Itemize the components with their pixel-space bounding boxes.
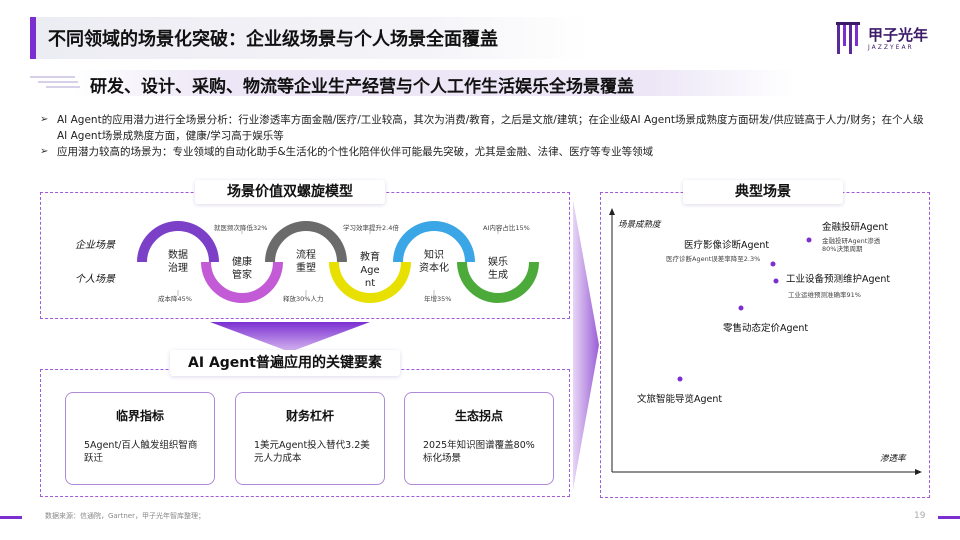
circle-label-knowledge-capital: 知识资本化 bbox=[419, 250, 449, 274]
subtitle-decoration-icon bbox=[30, 76, 80, 88]
circle-label-data-governance: 数据治理 bbox=[168, 250, 188, 274]
point-note-finance-2: 80%決策周期 bbox=[822, 245, 863, 253]
logo-mark-icon bbox=[836, 22, 860, 54]
point-label-finance: 金融投研Agent bbox=[822, 222, 889, 233]
note-bottom-knowledge: 年增35% bbox=[424, 295, 452, 303]
down-arrow-icon bbox=[210, 322, 370, 352]
point-label-retail: 零售动态定价Agent bbox=[723, 323, 809, 334]
ring-education-agent bbox=[329, 261, 411, 303]
key-elements-label: AI Agent普遍应用的关键要素 bbox=[170, 350, 400, 376]
note-bottom-governance: 成本降45% bbox=[158, 295, 192, 303]
arrow-bullet-icon: ➢ bbox=[40, 146, 49, 157]
point-label-medical: 医疗影像诊断Agent bbox=[684, 240, 770, 251]
row-label-personal: 个人场景 bbox=[75, 274, 115, 285]
ring-data-governance bbox=[137, 221, 219, 263]
card-title: 财务杠杆 bbox=[285, 409, 334, 423]
row-label-enterprise: 企业场景 bbox=[75, 240, 115, 251]
ring-health-manager bbox=[201, 261, 283, 303]
note-top-entertainment: AI内容占比15% bbox=[483, 224, 530, 232]
right-arrow-icon bbox=[573, 200, 599, 490]
point-note-finance-1: 金融投研Agent渗透 bbox=[822, 237, 881, 245]
ring-process-reshape bbox=[265, 221, 347, 263]
bullet-list: ➢ AI Agent的应用潜力进行全场景分析：行业渗透率方面金融/医疗/工业较高… bbox=[40, 112, 930, 160]
subtitle: 研发、设计、采购、物流等企业生产经营与个人工作生活娱乐全场景覆盖 bbox=[90, 77, 634, 97]
circle-label-health-manager: 健康管家 bbox=[232, 257, 252, 281]
bullet-text: AI Agent的应用潜力进行全场景分析：行业渗透率方面金融/医疗/工业较高，其… bbox=[57, 114, 924, 142]
bullet-item: ➢ 应用潜力较高的场景为：专业领域的自动化助手&生活化的个性化陪伴伙伴可能最先突… bbox=[40, 144, 930, 160]
footer-accent-right bbox=[938, 516, 960, 519]
circle-label-entertainment: 娱乐生成 bbox=[488, 257, 508, 281]
page-number: 19 bbox=[914, 511, 926, 521]
title-bar bbox=[30, 17, 590, 59]
card-title: 临界指标 bbox=[115, 409, 164, 423]
spiral-model-label: 场景价值双螺旋模型 bbox=[195, 180, 385, 204]
logo: 甲子光年 JAZZYEAR bbox=[836, 22, 946, 56]
footer-accent-left bbox=[0, 516, 22, 519]
x-axis-label: 渗透率 bbox=[880, 454, 906, 464]
point-label-tourism: 文旅智能导览Agent bbox=[637, 394, 723, 405]
title-accent bbox=[30, 17, 36, 59]
card-financial-leverage: 财务杠杆 1美元Agent投入替代3.2美元人力成本 bbox=[235, 392, 385, 485]
point-note-industrial: 工业运维预测准确率91% bbox=[788, 291, 861, 299]
ring-knowledge-capital bbox=[393, 221, 475, 263]
subtitle-band bbox=[75, 70, 795, 96]
point-note-medical: 医疗诊断Agent误差率降至2.3% bbox=[666, 255, 761, 263]
bullet-item: ➢ AI Agent的应用潜力进行全场景分析：行业渗透率方面金融/医疗/工业较高… bbox=[40, 112, 930, 144]
typical-scenes-label: 典型场景 bbox=[683, 180, 843, 204]
bullet-text: 应用潜力较高的场景为：专业领域的自动化助手&生活化的个性化陪伴伙伴可能最先突破，… bbox=[57, 146, 654, 158]
page-title: 不同领域的场景化突破：企业级场景与个人场景全面覆盖 bbox=[48, 29, 498, 50]
note-bottom-process: 释放30%人力 bbox=[283, 295, 324, 303]
ring-entertainment bbox=[457, 261, 539, 303]
arrow-bullet-icon: ➢ bbox=[40, 114, 49, 125]
logo-subtext: JAZZYEAR bbox=[868, 44, 914, 51]
note-top-health: 就医频次降低32% bbox=[214, 224, 268, 232]
card-body: 5Agent/百人触发组织智商跃迁 bbox=[84, 440, 198, 464]
data-source: 数据来源：信通院，Gartner，甲子光年智库整理； bbox=[45, 512, 205, 520]
card-body: 1美元Agent投入替代3.2美元人力成本 bbox=[254, 440, 370, 464]
card-body: 2025年知识图谱覆盖80%标化场景 bbox=[423, 440, 535, 464]
card-title: 生态拐点 bbox=[454, 409, 503, 423]
point-label-industrial: 工业设备预测维护Agent bbox=[786, 274, 891, 285]
card-ecosystem-inflection: 生态拐点 2025年知识图谱覆盖80%标化场景 bbox=[404, 392, 554, 485]
note-top-education: 学习效率提升2.4倍 bbox=[343, 224, 399, 232]
logo-text: 甲子光年 bbox=[868, 26, 929, 44]
card-critical-index: 临界指标 5Agent/百人触发组织智商跃迁 bbox=[65, 392, 215, 485]
y-axis-label: 场景成熟度 bbox=[618, 220, 661, 230]
circle-label-process-reshape: 流程重塑 bbox=[296, 250, 316, 274]
